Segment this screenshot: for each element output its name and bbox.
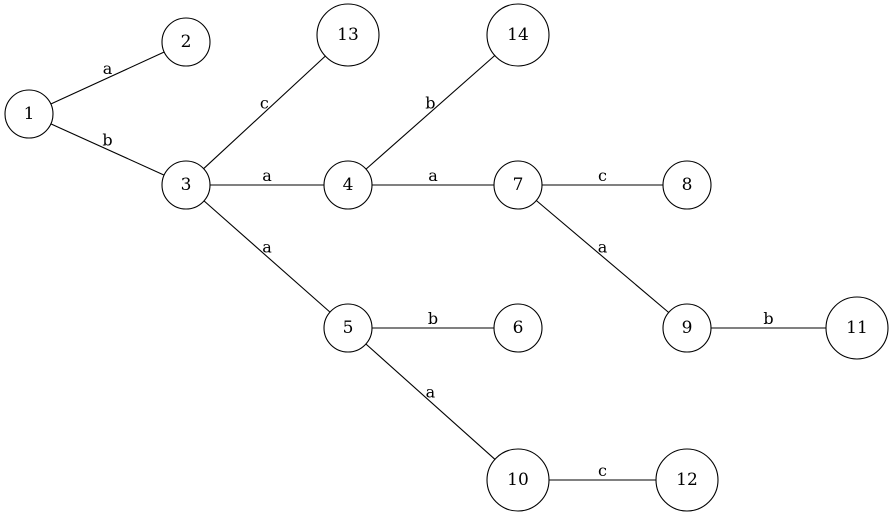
node-circle-7 <box>493 160 543 210</box>
edge-labels-layer: a b c a a b a c a b a b c <box>102 59 773 480</box>
edge-label-n5-n10: a <box>426 383 436 402</box>
node-14: 14 <box>486 3 550 67</box>
node-circle-5 <box>323 303 373 353</box>
node-label-11: 11 <box>846 318 868 338</box>
node-label-9: 9 <box>682 318 693 338</box>
edge-n4-n14 <box>365 55 496 170</box>
edge-n1-n2 <box>50 51 165 105</box>
node-7: 7 <box>493 160 543 210</box>
node-circle-10 <box>486 448 550 512</box>
node-circle-9 <box>662 303 712 353</box>
edge-label-n7-n8: c <box>598 166 607 185</box>
node-label-14: 14 <box>507 25 529 45</box>
node-8: 8 <box>662 160 712 210</box>
edge-n1-n3 <box>50 123 165 176</box>
node-circle-11 <box>825 296 889 360</box>
node-6: 6 <box>493 303 543 353</box>
node-2: 2 <box>161 17 211 67</box>
edge-label-n3-n5: a <box>262 238 272 257</box>
node-11: 11 <box>825 296 889 360</box>
node-label-5: 5 <box>343 318 354 338</box>
edge-n7-n9 <box>535 200 670 313</box>
node-circle-12 <box>655 448 719 512</box>
edge-n3-n13 <box>203 55 326 170</box>
node-circle-3 <box>161 160 211 210</box>
node-label-3: 3 <box>181 175 192 195</box>
edge-n5-n10 <box>365 343 496 460</box>
node-circle-1 <box>4 89 54 139</box>
node-label-12: 12 <box>676 470 698 490</box>
node-circle-2 <box>161 17 211 67</box>
node-circle-6 <box>493 303 543 353</box>
node-10: 10 <box>486 448 550 512</box>
edge-label-n10-n12: c <box>598 461 607 480</box>
node-circle-14 <box>486 3 550 67</box>
node-13: 13 <box>316 3 380 67</box>
node-1: 1 <box>4 89 54 139</box>
edge-label-n1-n3: b <box>102 131 112 150</box>
edge-label-n9-n11: b <box>763 309 773 328</box>
node-label-4: 4 <box>343 175 354 195</box>
edge-label-n7-n9: a <box>598 238 608 257</box>
node-circle-8 <box>662 160 712 210</box>
node-label-7: 7 <box>513 175 524 195</box>
edge-label-n3-n13: c <box>260 93 269 112</box>
node-label-1: 1 <box>24 104 35 124</box>
node-label-8: 8 <box>682 175 693 195</box>
node-3: 3 <box>161 160 211 210</box>
edge-n3-n5 <box>203 200 331 313</box>
edge-label-n5-n6: b <box>428 309 438 328</box>
node-label-6: 6 <box>513 318 524 338</box>
node-12: 12 <box>655 448 719 512</box>
edge-label-n3-n4: a <box>262 166 272 185</box>
node-circle-13 <box>316 3 380 67</box>
node-label-10: 10 <box>507 470 529 490</box>
edges-layer <box>50 51 826 481</box>
node-circle-4 <box>323 160 373 210</box>
edge-label-n1-n2: a <box>103 59 113 78</box>
node-4: 4 <box>323 160 373 210</box>
node-5: 5 <box>323 303 373 353</box>
edge-label-n4-n14: b <box>425 93 435 112</box>
node-9: 9 <box>662 303 712 353</box>
node-label-2: 2 <box>181 32 192 52</box>
edge-label-n4-n7: a <box>428 166 438 185</box>
node-label-13: 13 <box>337 25 359 45</box>
